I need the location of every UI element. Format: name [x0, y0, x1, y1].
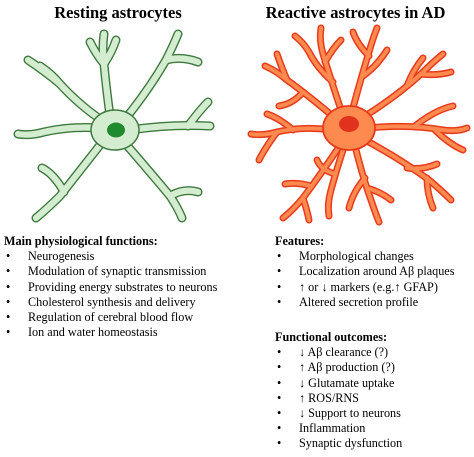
resting-astrocyte-processes — [13, 29, 215, 223]
resting-astrocyte-illustration — [13, 29, 215, 223]
list-item: Morphological changes — [275, 249, 471, 264]
list-item: ↑ Aβ production (?) — [275, 360, 471, 375]
resting-astrocytes-title: Resting astrocytes — [54, 3, 182, 22]
list-item: Synaptic dysfunction — [275, 436, 471, 451]
reactive-astrocyte-nucleus — [339, 116, 359, 132]
functional-outcomes-heading: Functional outcomes: — [275, 330, 388, 344]
functional-outcomes-block: Functional outcomes: ↓ Aβ clearance (?) … — [275, 330, 471, 452]
list-item: ↓ Support to neurons — [275, 406, 471, 421]
list-item: Modulation of synaptic transmission — [4, 264, 236, 279]
list-item: Providing energy substrates to neurons — [4, 280, 236, 295]
reactive-astrocyte-illustration — [247, 24, 471, 226]
features-heading: Features: — [275, 234, 325, 248]
physiological-functions-list: Neurogenesis Modulation of synaptic tran… — [4, 249, 236, 340]
resting-astrocyte-nucleus — [107, 122, 125, 138]
list-item: ↓ Aβ clearance (?) — [275, 345, 471, 360]
list-item: ↓ Glutamate uptake — [275, 376, 471, 391]
list-item: Inflammation — [275, 421, 471, 436]
features-list: Morphological changes Localization aroun… — [275, 249, 471, 310]
list-item: ↑ or ↓ markers (e.g.↑ GFAP) — [275, 280, 471, 295]
list-item: ↑ ROS/RNS — [275, 391, 471, 406]
physiological-functions-block: Main physiological functions: Neurogenes… — [4, 234, 236, 341]
list-item: Cholesterol synthesis and delivery — [4, 295, 236, 310]
list-item: Ion and water homeostasis — [4, 325, 236, 340]
list-item: Altered secretion profile — [275, 295, 471, 310]
features-block: Features: Morphological changes Localiza… — [275, 234, 471, 310]
list-item: Neurogenesis — [4, 249, 236, 264]
functional-outcomes-list: ↓ Aβ clearance (?) ↑ Aβ production (?) ↓… — [275, 345, 471, 452]
list-item: Regulation of cerebral blood flow — [4, 310, 236, 325]
list-item: Localization around Aβ plaques — [275, 264, 471, 279]
reactive-astrocyte-processes — [247, 24, 471, 226]
physiological-functions-heading: Main physiological functions: — [4, 234, 158, 248]
reactive-astrocytes-title: Reactive astrocytes in AD — [265, 3, 446, 22]
